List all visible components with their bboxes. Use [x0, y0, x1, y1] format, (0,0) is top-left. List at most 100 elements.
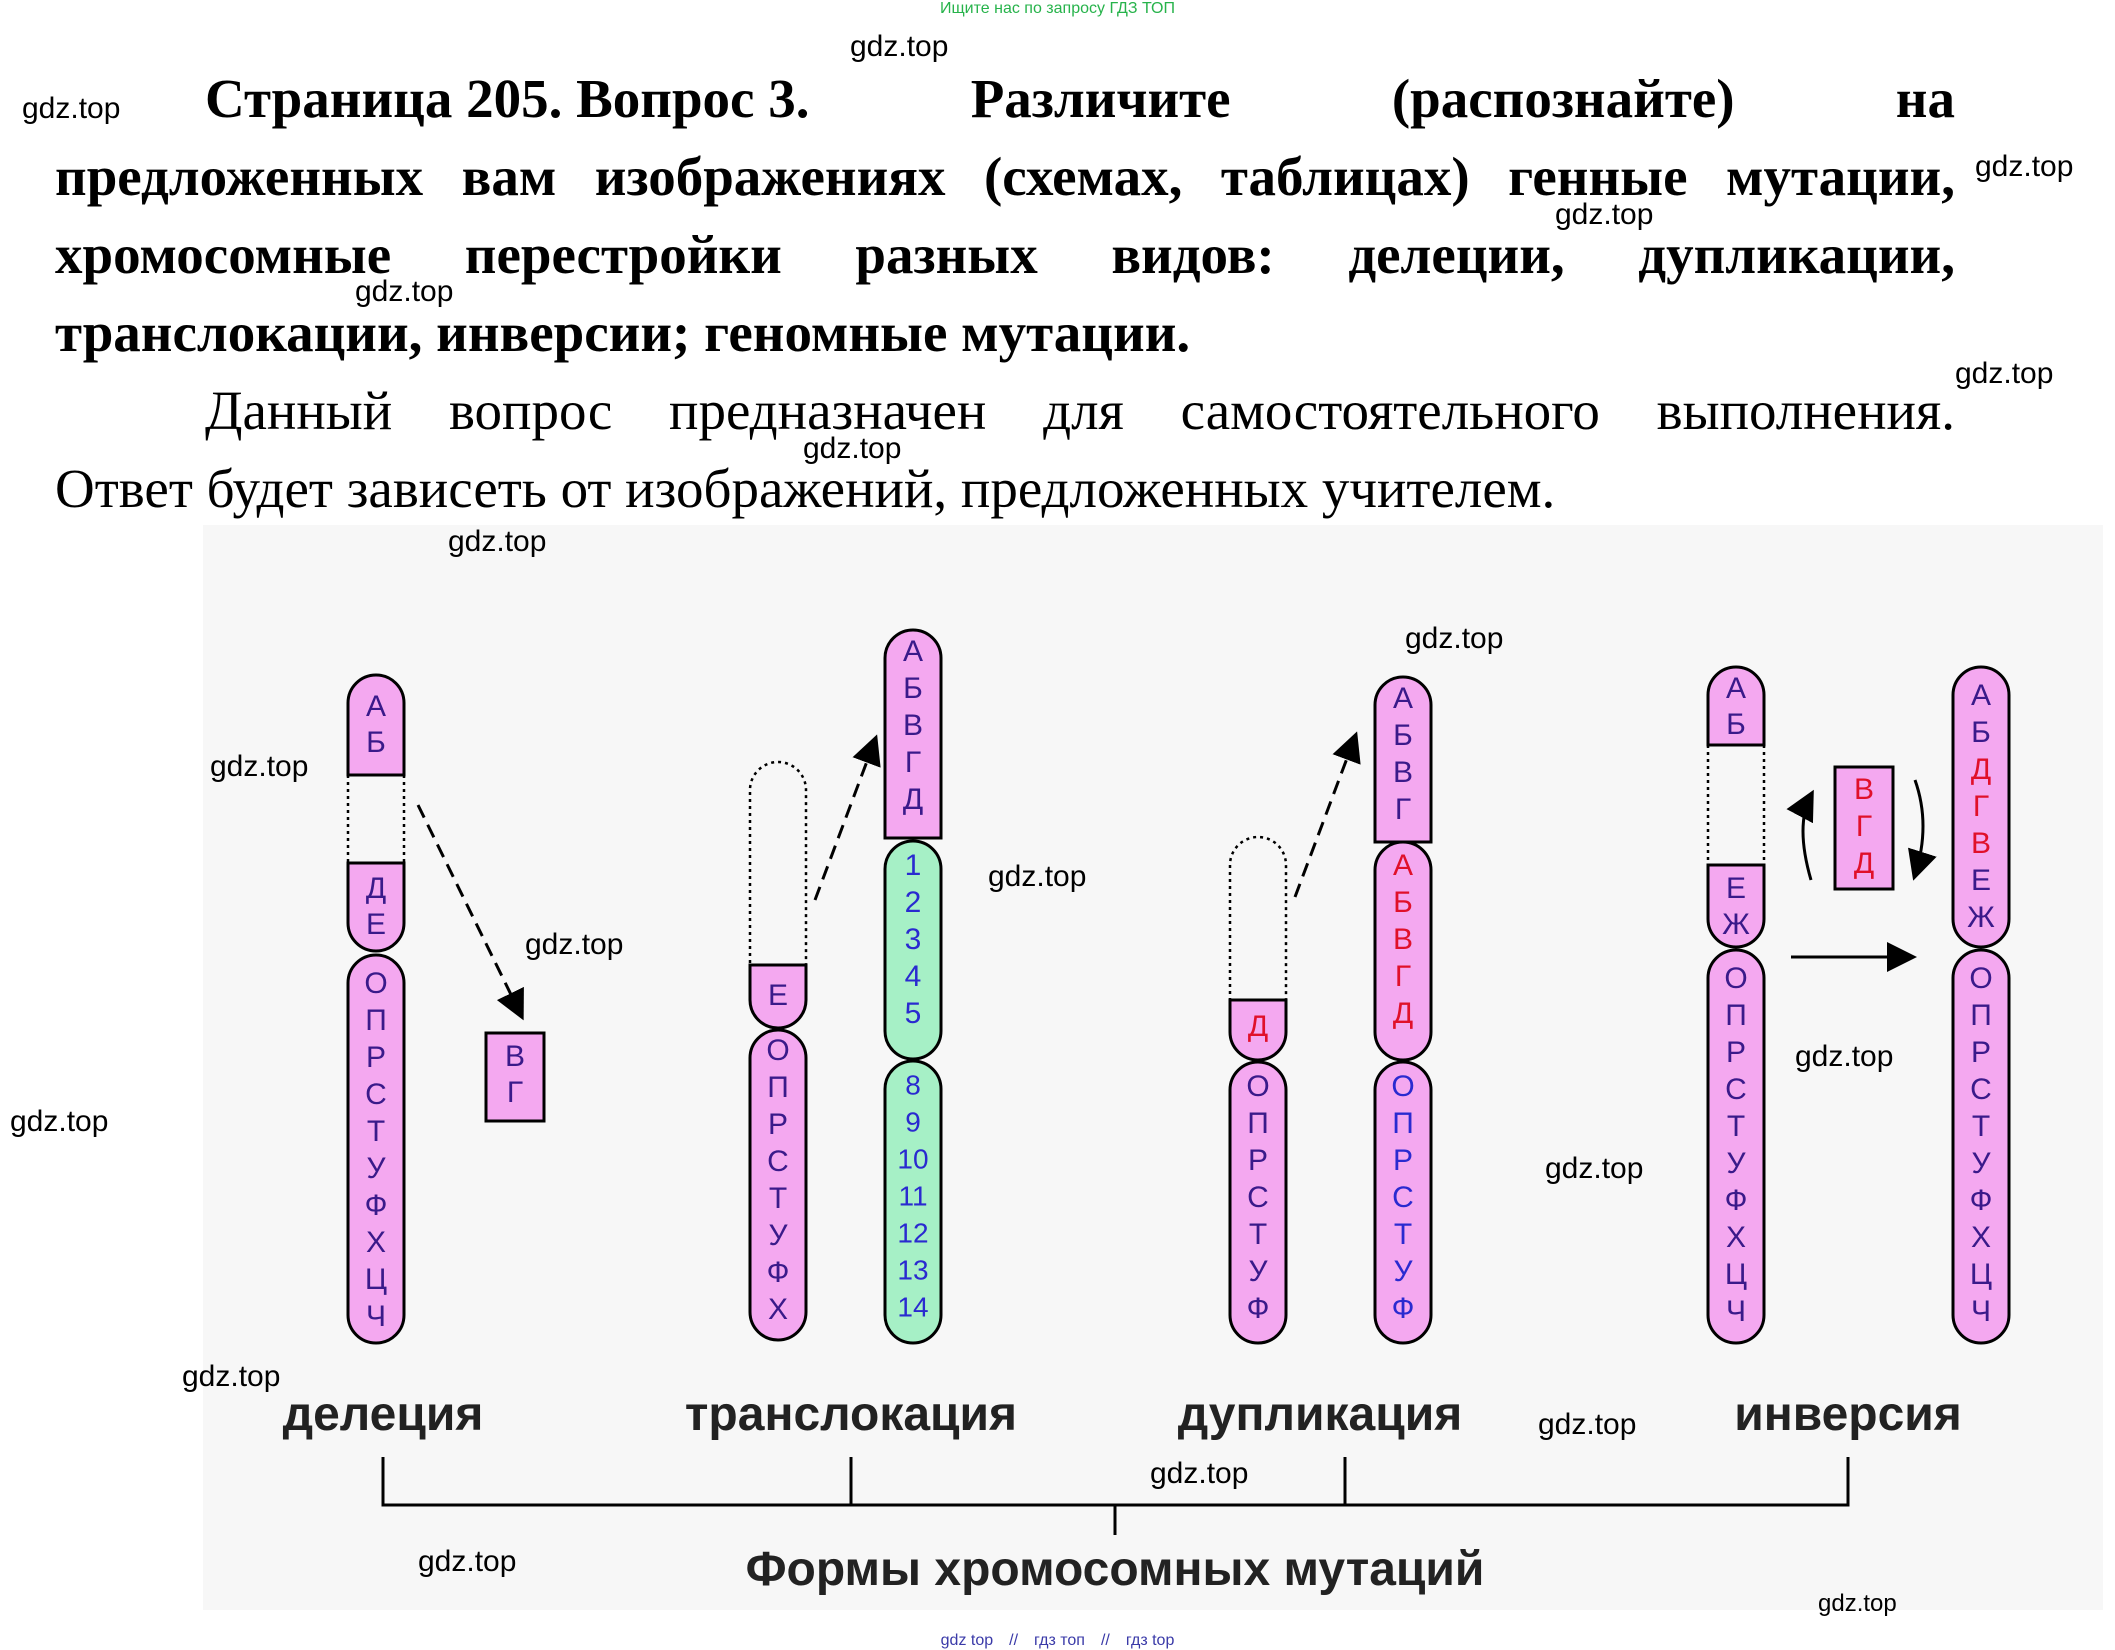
- deletion-gap-outline: [346, 775, 406, 865]
- inversion-fragment: [1833, 765, 1895, 891]
- inversion-fragment-label: Д: [1854, 847, 1874, 880]
- translocation-gene-label: П: [767, 1071, 789, 1104]
- inversion-gene-label: В: [1971, 827, 1991, 860]
- question-word: Различите: [970, 68, 1231, 129]
- watermark: gdz.top: [1405, 622, 1504, 655]
- deletion-gene-label: Е: [366, 908, 386, 941]
- mutation-type-label: делеция: [283, 1388, 484, 1441]
- question-word: делеции,: [1348, 224, 1565, 285]
- translocation-left-bottom-segment: [748, 1028, 808, 1342]
- question-line-4: транслокации, инверсии; геномные мутации…: [55, 294, 1955, 372]
- translocation-gene-label: Г: [905, 746, 921, 779]
- watermark: gdz.top: [1818, 1590, 1897, 1617]
- watermark: gdz.top: [850, 30, 949, 63]
- duplication-gene-label: В: [1393, 923, 1413, 956]
- watermark: gdz.top: [418, 1545, 517, 1578]
- translocation-gene-label: У: [768, 1219, 788, 1252]
- deletion-top-segment: [346, 673, 406, 777]
- inversion-gene-label: О: [1969, 962, 1992, 995]
- duplication-gene-label: С: [1392, 1181, 1414, 1214]
- answer-word: Ответ будет зависеть от изображений, пре…: [55, 458, 1556, 519]
- duplication-gene-label: Ф: [1392, 1292, 1415, 1325]
- deletion-gene-label: О: [364, 967, 387, 1000]
- answer-word: выполнения.: [1656, 380, 1955, 441]
- footer-item: gdz top: [940, 1632, 994, 1649]
- mutation-type-label: дупликация: [1178, 1388, 1462, 1441]
- deletion-gene-label: Ц: [365, 1263, 387, 1296]
- question-word: предложенных: [55, 146, 424, 207]
- deletion-gene-label: А: [366, 690, 386, 723]
- translocation-gene-label: С: [767, 1145, 789, 1178]
- translocation-gap-outline: [748, 760, 808, 977]
- question-block: Страница 205. Вопрос 3. Различите (распо…: [55, 60, 1955, 372]
- translocation-number-label: 9: [905, 1106, 921, 1137]
- translocation-number-label: 10: [897, 1143, 928, 1174]
- footer-item: //: [1009, 1632, 1019, 1649]
- inversion-left-bottom-segment: [1706, 948, 1766, 1345]
- inversion-left-mid-segment: [1706, 863, 1766, 949]
- inversion-gene-label: Р: [1726, 1036, 1746, 1069]
- inversion-gene-label: Ж: [1967, 901, 1995, 934]
- inversion-gene-label: С: [1970, 1073, 1992, 1106]
- translocation-number-label: 8: [905, 1069, 921, 1100]
- deletion-gene-label: Б: [366, 726, 386, 759]
- duplication-gene-label: А: [1393, 849, 1413, 882]
- duplication-gene-label: Р: [1393, 1144, 1413, 1177]
- duplication-gap-outline: [1228, 835, 1288, 1015]
- deletion-gene-label: П: [365, 1004, 387, 1037]
- inversion-gene-label: Т: [1972, 1110, 1990, 1143]
- deletion-gene-label: Д: [366, 872, 386, 905]
- duplication-gene-label: Р: [1248, 1144, 1268, 1177]
- translocation-gene-label: Х: [768, 1293, 788, 1326]
- question-word: транслокации, инверсии; геномные мутации…: [55, 302, 1191, 363]
- deletion-gene-label: Ф: [365, 1189, 388, 1222]
- question-word: разных: [855, 224, 1038, 285]
- translocation-left-top-segment: [748, 963, 808, 1030]
- duplication-gene-label: Д: [1248, 1010, 1268, 1043]
- duplication-right-mid-segment: [1373, 840, 1433, 1062]
- watermark: gdz.top: [525, 928, 624, 961]
- question-word: на: [1895, 68, 1955, 129]
- duplication-left-bottom-segment: [1228, 1060, 1288, 1345]
- deletion-arrow: [416, 804, 524, 1021]
- duplication-right-top-segment: [1373, 675, 1433, 844]
- question-word: генные: [1508, 146, 1688, 207]
- footer-item: гдз топ: [1034, 1632, 1085, 1649]
- duplication-arrow: [1293, 731, 1361, 898]
- answer-word: предназначен: [669, 380, 987, 441]
- translocation-right-mid-segment: [883, 839, 943, 1061]
- inversion-gene-label: Е: [1971, 864, 1991, 897]
- deletion-gene-label: Ч: [366, 1300, 386, 1333]
- duplication-gene-label: Б: [1393, 719, 1413, 752]
- translocation-gene-label: Т: [769, 1182, 787, 1215]
- watermark: gdz.top: [355, 275, 454, 308]
- deletion-gene-label: Т: [367, 1115, 385, 1148]
- inversion-gene-label: С: [1725, 1073, 1747, 1106]
- mutation-type-label: инверсия: [1734, 1388, 1962, 1441]
- inversion-gene-label: Х: [1726, 1221, 1746, 1254]
- inversion-gene-label: Б: [1726, 708, 1746, 741]
- inversion-gene-label: Ц: [1970, 1258, 1992, 1291]
- answer-line-1: Данный вопрос предназначен для самостоят…: [55, 372, 1955, 450]
- inversion-fragment-label: Г: [1856, 810, 1872, 843]
- footer: gdz top//гдз топ//гдз top: [0, 1632, 2115, 1650]
- inversion-gene-label: Ц: [1725, 1258, 1747, 1291]
- translocation-gene-label: А: [903, 635, 923, 668]
- duplication-gene-label: Д: [1393, 997, 1413, 1030]
- deletion-gene-label: Х: [366, 1226, 386, 1259]
- watermark: gdz.top: [988, 860, 1087, 893]
- translocation-number-label: 3: [905, 923, 922, 956]
- translocation-number-label: 1: [905, 849, 922, 882]
- inversion-gene-label: Е: [1726, 872, 1746, 905]
- inversion-gene-label: Р: [1971, 1036, 1991, 1069]
- question-word: мутации,: [1726, 146, 1955, 207]
- inversion-gene-label: П: [1725, 999, 1747, 1032]
- answer-word: самостоятельного: [1180, 380, 1600, 441]
- deletion-gene-label: У: [366, 1152, 386, 1185]
- question-word: вам: [461, 146, 557, 207]
- figure-svg: АБДЕОПРСТУФХЦЧВГЕОПРСТУФХАБВГД1234589101…: [283, 628, 2011, 1596]
- inversion-gene-label: П: [1970, 999, 1992, 1032]
- question-word: хромосомные: [55, 224, 392, 285]
- duplication-gene-label: А: [1393, 682, 1413, 715]
- translocation-gene-label: В: [903, 709, 923, 742]
